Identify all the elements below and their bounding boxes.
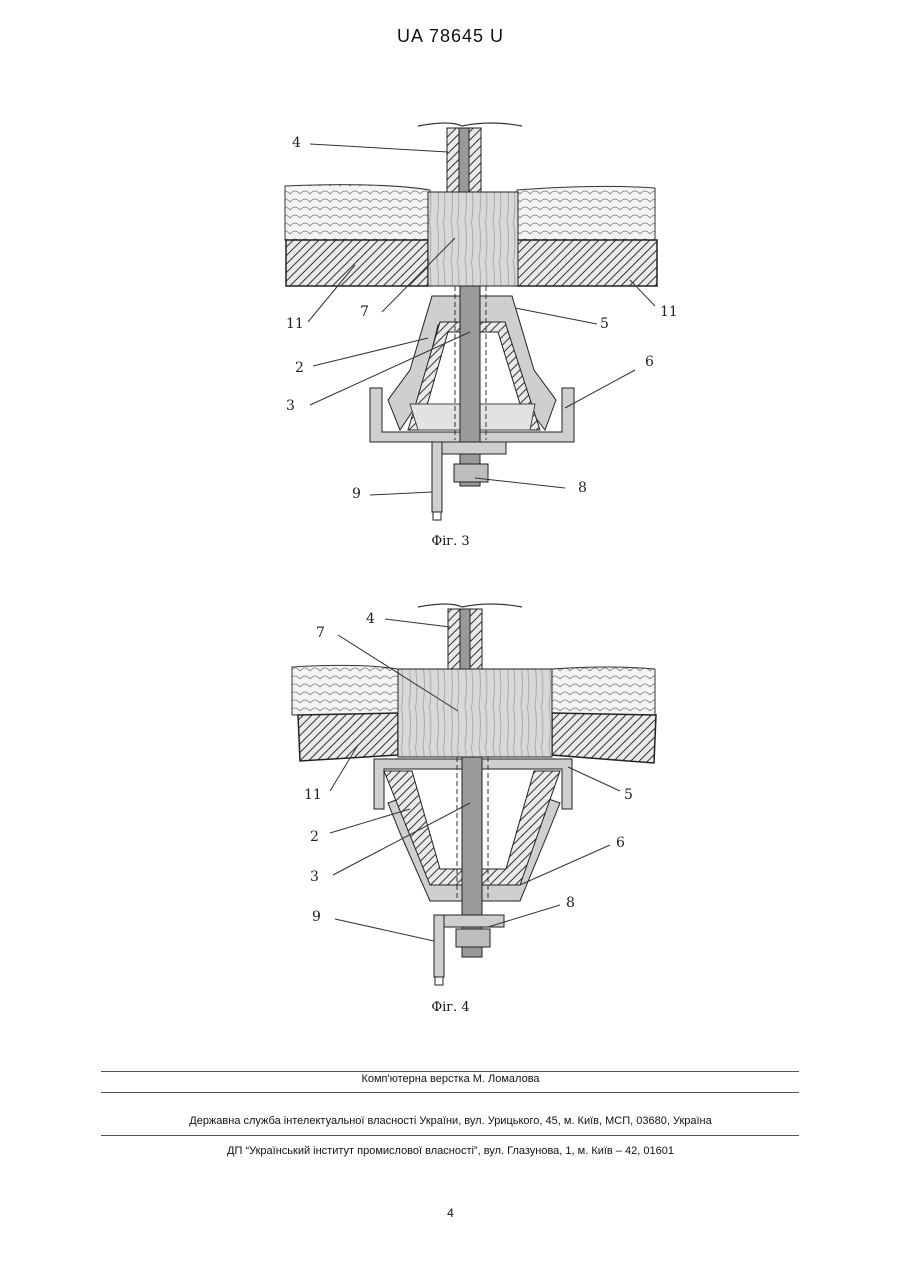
figure-3-drawing: 4 11 7 5 11 2 3 6 8 9 (0, 100, 901, 540)
label-6: 6 (645, 354, 654, 370)
label-5: 5 (624, 787, 633, 803)
label-9: 9 (312, 909, 321, 925)
figure-4-drawing: 4 7 11 5 2 3 6 8 9 (0, 585, 901, 995)
label-7: 7 (316, 625, 325, 641)
label-3: 3 (310, 869, 319, 885)
footer-rule-middle (101, 1092, 799, 1093)
label-2: 2 (295, 360, 304, 376)
label-8: 8 (578, 480, 587, 496)
label-8: 8 (566, 895, 575, 911)
label-2: 2 (310, 829, 319, 845)
label-3: 3 (286, 398, 295, 414)
page-number: 4 (0, 1206, 901, 1220)
label-6: 6 (616, 835, 625, 851)
figure-4: 4 7 11 5 2 3 6 8 9 Фіг. 4 (0, 585, 901, 1020)
label-11-left: 11 (286, 316, 304, 332)
label-9: 9 (352, 486, 361, 502)
document-id-header: UA 78645 U (0, 26, 901, 47)
figure-3: 4 11 7 5 11 2 3 6 8 9 Фіг. 3 (0, 100, 901, 560)
state-service-address: Державна служба інтелектуальної власност… (0, 1115, 901, 1127)
footer-rule-top (101, 1071, 799, 1072)
layout-credit: Комп'ютерна верстка М. Ломалова (0, 1073, 901, 1085)
institute-address: ДП “Український інститут промислової вла… (0, 1145, 901, 1157)
label-4: 4 (366, 611, 375, 627)
label-11-right: 11 (660, 304, 678, 320)
label-5: 5 (600, 316, 609, 332)
label-11: 11 (304, 787, 322, 803)
label-4: 4 (292, 135, 301, 151)
label-7: 7 (360, 304, 369, 320)
figure-4-caption: Фіг. 4 (0, 1000, 901, 1015)
footer-rule-bottom (101, 1135, 799, 1136)
figure-3-caption: Фіг. 3 (0, 534, 901, 549)
